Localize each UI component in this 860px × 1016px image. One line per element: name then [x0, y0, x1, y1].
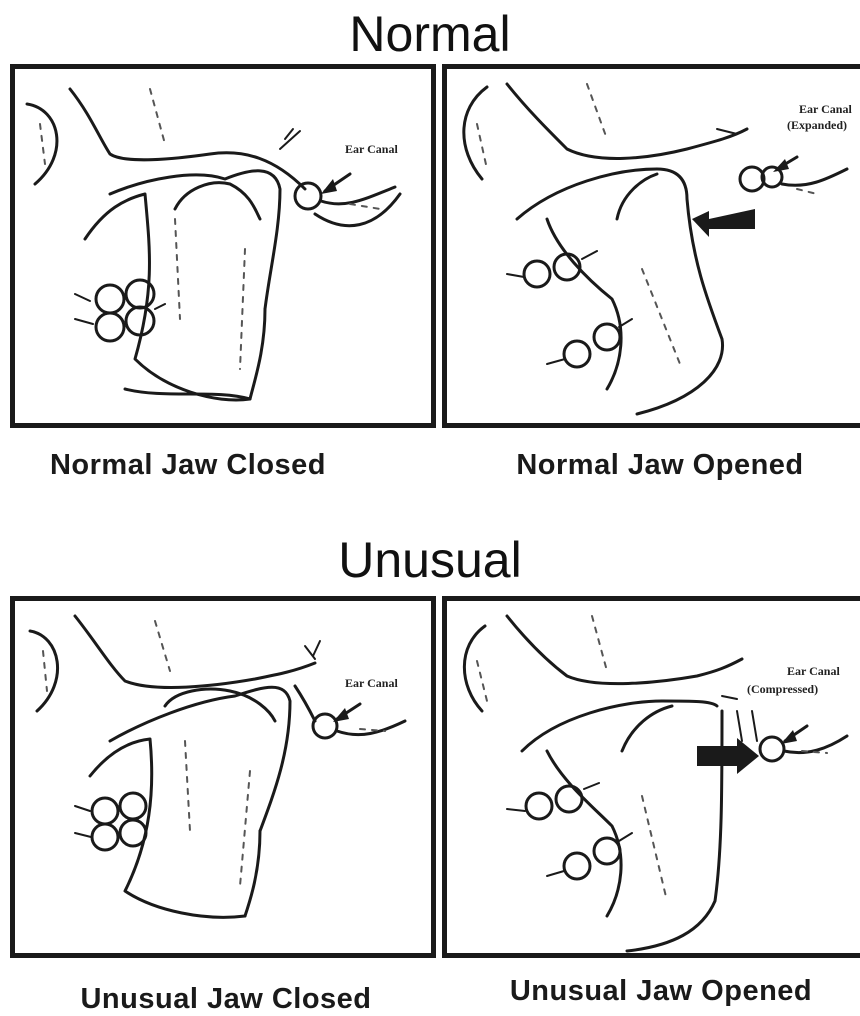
section-title-unusual: Unusual — [0, 532, 860, 588]
ear-canal-state-label: (Expanded) — [787, 118, 847, 132]
caption-normal-jaw-closed: Normal Jaw Closed — [10, 448, 366, 482]
caption-unusual-jaw-opened: Unusual Jaw Opened — [474, 974, 848, 1008]
mandible-condyle — [110, 171, 280, 309]
outer-ear-shape — [464, 87, 487, 179]
jaw-movement-arrow — [697, 746, 737, 766]
teeth-closed — [75, 793, 146, 850]
jaw-closed-illustration: Ear Canal — [15, 601, 431, 953]
panel-unusual-jaw-opened: Ear Canal (Compressed) — [442, 596, 860, 958]
teeth-upper — [507, 251, 597, 287]
ear-canal-label: Ear Canal — [787, 664, 840, 678]
ear-canal-circle — [295, 183, 321, 209]
outer-ear-shape — [27, 104, 57, 184]
skull-base-line — [507, 616, 742, 684]
mandible-body — [547, 751, 621, 916]
ear-canal-label: Ear Canal — [345, 676, 398, 690]
skull-base-line — [75, 616, 315, 687]
jaw-opened-illustration: Ear Canal (Compressed) — [447, 601, 860, 953]
jaw-closed-illustration: Ear Canal — [15, 69, 431, 423]
ear-canal-circle — [740, 167, 764, 191]
mandible-condyle — [110, 687, 290, 831]
panel-unusual-jaw-closed: Ear Canal — [10, 596, 436, 958]
mandible-body — [85, 194, 250, 400]
ear-canal-circle — [760, 737, 784, 761]
section-title-normal: Normal — [0, 6, 860, 62]
jaw-opened-illustration: Ear Canal (Expanded) — [447, 69, 860, 423]
jaw-movement-arrow — [709, 209, 755, 229]
caption-unusual-jaw-closed: Unusual Jaw Closed — [40, 982, 412, 1016]
skull-base-line — [507, 84, 747, 158]
caption-normal-jaw-opened: Normal Jaw Opened — [480, 448, 840, 482]
ear-canal-label: Ear Canal — [345, 142, 398, 156]
ear-canal-circle — [313, 714, 337, 738]
ear-canal-label: Ear Canal — [799, 102, 852, 116]
outer-ear-shape — [464, 626, 485, 711]
teeth-closed — [75, 280, 165, 341]
mandible-condyle — [522, 701, 717, 751]
panel-normal-jaw-opened: Ear Canal (Expanded) — [442, 64, 860, 428]
teeth-lower — [547, 833, 632, 879]
ear-canal-state-label: (Compressed) — [747, 682, 818, 696]
outer-ear-shape — [30, 631, 58, 711]
panel-normal-jaw-closed: Ear Canal — [10, 64, 436, 428]
